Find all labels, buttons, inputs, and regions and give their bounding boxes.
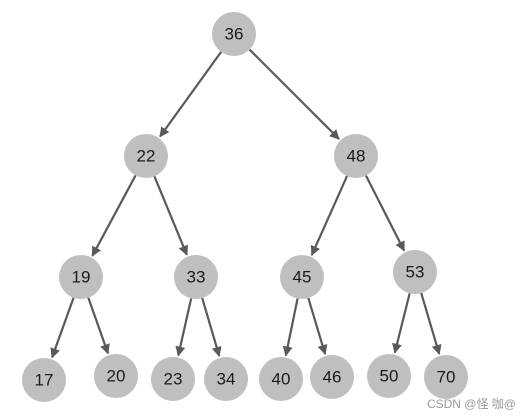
node-circle: [94, 354, 138, 398]
edge-n22-n33: [153, 175, 189, 256]
tree-node-17: 17: [22, 358, 66, 402]
tree-node-45: 45: [280, 255, 324, 299]
edges-layer: [50, 48, 442, 359]
edge-n45-n46: [307, 297, 328, 355]
node-label: 45: [293, 268, 312, 287]
node-circle: [204, 357, 248, 401]
node-label: 40: [272, 370, 291, 389]
node-label: 22: [137, 147, 156, 166]
node-label: 20: [107, 367, 126, 386]
edge-n33-n23: [175, 298, 193, 357]
node-label: 48: [347, 147, 366, 166]
node-label: 53: [406, 263, 425, 282]
node-circle: [367, 354, 411, 398]
tree-node-48: 48: [334, 134, 378, 178]
tree-node-33: 33: [174, 255, 218, 299]
node-circle: [59, 255, 103, 299]
node-label: 33: [187, 268, 206, 287]
node-label: 34: [217, 370, 236, 389]
edge-n22-n19: [91, 174, 137, 257]
tree-node-70: 70: [424, 355, 468, 399]
tree-node-20: 20: [94, 354, 138, 398]
tree-node-46: 46: [310, 355, 354, 399]
tree-node-36: 36: [212, 12, 256, 56]
node-circle: [424, 355, 468, 399]
edge-n36-n48: [248, 48, 340, 140]
edge-n45-n40: [282, 298, 299, 357]
node-circle: [212, 12, 256, 56]
edge-n48-n45: [310, 175, 349, 256]
watermark: CSDN @怪 咖@: [426, 397, 516, 411]
node-circle: [259, 357, 303, 401]
node-circle: [174, 255, 218, 299]
node-label: 46: [323, 368, 342, 387]
nodes-layer: 36 22 48 19 33 45 53 17 20 23 34 40 46 50 70: [22, 12, 468, 402]
edge-n53-n50: [392, 293, 411, 354]
node-label: 17: [35, 371, 54, 390]
node-label: 19: [72, 268, 91, 287]
tree-node-22: 22: [124, 134, 168, 178]
node-circle: [334, 134, 378, 178]
edge-n48-n53: [364, 175, 406, 252]
node-label: 36: [225, 25, 244, 44]
edge-n53-n70: [420, 292, 442, 355]
tree-node-23: 23: [151, 357, 195, 401]
tree-node-40: 40: [259, 357, 303, 401]
edge-n19-n20: [87, 297, 110, 355]
node-circle: [393, 250, 437, 294]
tree-node-19: 19: [59, 255, 103, 299]
edge-n36-n22: [159, 51, 223, 138]
node-circle: [124, 134, 168, 178]
node-circle: [22, 358, 66, 402]
tree-node-50: 50: [367, 354, 411, 398]
edge-n19-n17: [50, 297, 75, 359]
tree-node-34: 34: [204, 357, 248, 401]
tree-node-53: 53: [393, 250, 437, 294]
node-label: 70: [437, 368, 456, 387]
node-circle: [280, 255, 324, 299]
node-circle: [310, 355, 354, 399]
edge-n33-n34: [201, 297, 222, 357]
node-label: 23: [164, 370, 183, 389]
node-label: 50: [380, 367, 399, 386]
node-circle: [151, 357, 195, 401]
